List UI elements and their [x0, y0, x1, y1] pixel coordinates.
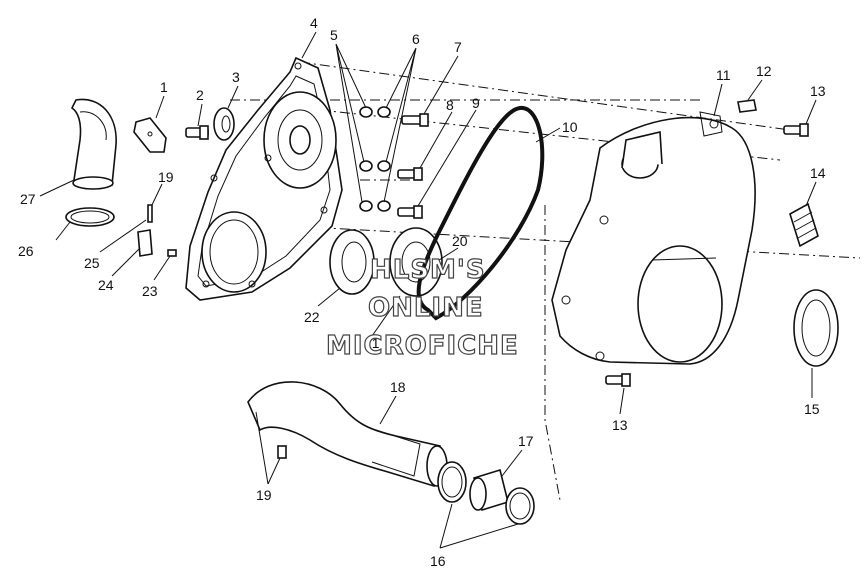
callout-4: 4 — [310, 15, 318, 31]
callout-9: 9 — [472, 95, 480, 111]
seal-22 — [329, 229, 375, 295]
callout-19b: 19 — [256, 487, 272, 503]
watermark-line-3: MICROFICHE — [326, 331, 519, 361]
bolt-2 — [185, 125, 209, 140]
screw-19 — [147, 204, 153, 223]
callout-23: 23 — [142, 283, 158, 299]
clamp-16a — [437, 461, 467, 503]
screw-19b — [277, 445, 287, 459]
callout-24: 24 — [98, 277, 114, 293]
coupler-17 — [469, 468, 509, 512]
callout-1: 1 — [160, 79, 168, 95]
callout-14: 14 — [810, 165, 826, 181]
callout-10: 10 — [562, 119, 578, 135]
pad-12 — [737, 99, 757, 113]
clip-24 — [137, 229, 153, 257]
decal-14 — [789, 202, 819, 248]
bolt-9 — [397, 205, 423, 219]
callout-8: 8 — [446, 97, 454, 113]
watermark: HLSM'S ONLINE MICROFICHE — [325, 254, 519, 361]
bracket — [133, 117, 167, 153]
drive-belt — [416, 106, 545, 321]
callout-17: 17 — [518, 433, 534, 449]
hose-clamp — [65, 207, 115, 227]
bolt-13a — [783, 123, 809, 137]
callout-6: 6 — [412, 31, 420, 47]
callout-20: 20 — [452, 233, 468, 249]
bolt-7 — [401, 113, 429, 127]
intake-duct — [247, 381, 448, 488]
callout-7: 7 — [454, 39, 462, 55]
callout-21: 21 — [364, 335, 380, 351]
watermark-line-2: ONLINE — [368, 293, 484, 323]
seal-3 — [213, 107, 235, 141]
callout-5: 5 — [330, 27, 338, 43]
callout-19a: 19 — [158, 169, 174, 185]
callout-25: 25 — [84, 255, 100, 271]
callout-27: 27 — [20, 191, 36, 207]
callout-13a: 13 — [810, 83, 826, 99]
callout-15: 15 — [804, 401, 820, 417]
gasket-15 — [793, 289, 839, 367]
clamp-16b — [505, 487, 535, 525]
callout-18: 18 — [390, 379, 406, 395]
elbow-duct — [70, 98, 117, 190]
callout-labels: 1 2 3 4 5 6 7 8 9 10 11 12 13 13 14 15 1… — [18, 15, 826, 569]
callout-12: 12 — [756, 63, 772, 79]
callout-11: 11 — [716, 67, 731, 83]
callout-22: 22 — [304, 309, 320, 325]
pulley — [389, 227, 443, 297]
inner-cover-plate — [185, 56, 343, 301]
outer-cover — [551, 111, 756, 365]
callout-2: 2 — [196, 87, 204, 103]
leader-lines — [39, 31, 817, 549]
callout-16: 16 — [430, 553, 446, 569]
callout-13b: 13 — [612, 417, 628, 433]
watermark-line-1: HLSM'S — [370, 255, 486, 285]
screw-23 — [167, 249, 177, 257]
callout-26: 26 — [18, 243, 34, 259]
callout-3: 3 — [232, 69, 240, 85]
bolt-13b — [605, 373, 631, 387]
bolt-8 — [397, 167, 423, 181]
